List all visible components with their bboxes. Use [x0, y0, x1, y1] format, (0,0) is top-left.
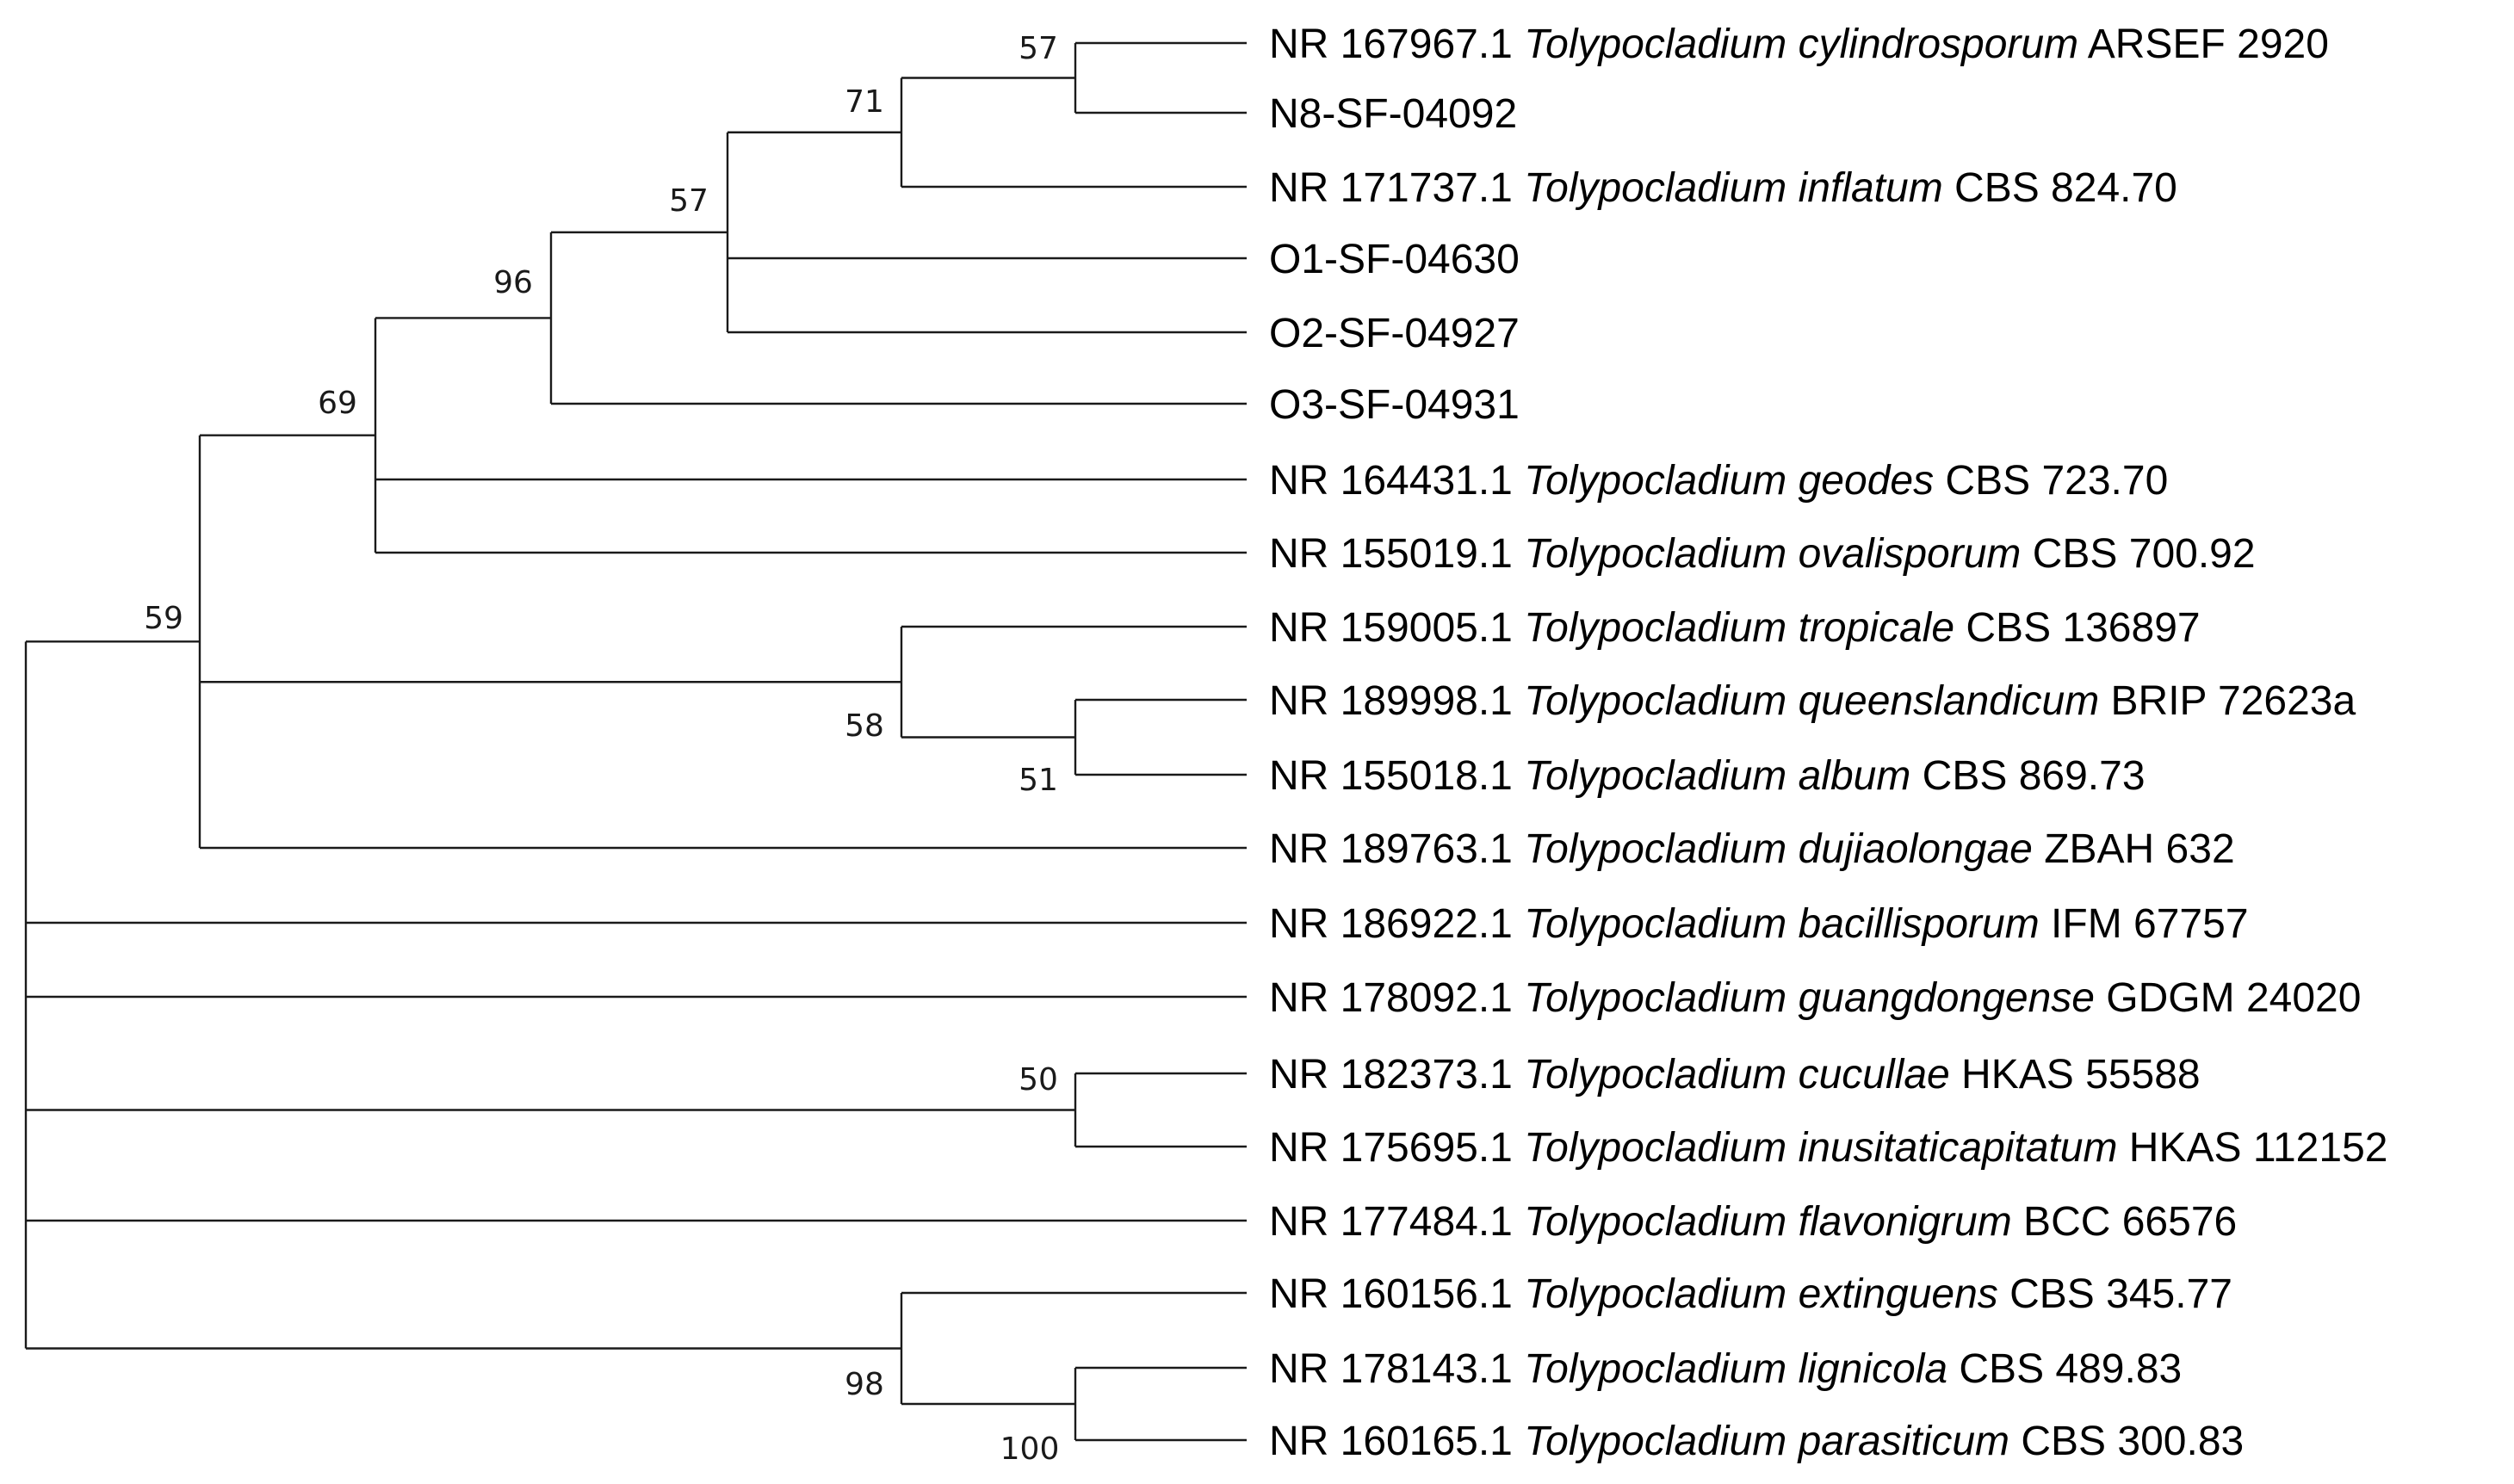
tip-taxon: Tolypocladium geodes: [1513, 458, 1934, 504]
tip-strain: CBS 300.83: [2009, 1419, 2244, 1464]
tip-strain: CBS 723.70: [1934, 458, 2168, 504]
tip-strain: IFM 67757: [2040, 901, 2249, 947]
tip-label: NR 164431.1 Tolypocladium geodes CBS 723…: [1269, 458, 2168, 504]
support-value-d: 96: [493, 265, 533, 300]
tip-strain: CBS 700.92: [2021, 531, 2255, 577]
tip-taxon: Tolypocladium lignicola: [1513, 1346, 1947, 1392]
tip-accession: O2-SF-04927: [1269, 311, 1520, 356]
tip-strain: HKAS 55588: [1950, 1052, 2201, 1098]
tip-taxon: Tolypocladium tropicale: [1513, 605, 1954, 651]
tip-accession: NR 159005.1: [1269, 605, 1513, 651]
tip-label: NR 159005.1 Tolypocladium tropicale CBS …: [1269, 605, 2201, 651]
tip-strain: BCC 66576: [2012, 1199, 2238, 1245]
tip-label: NR 167967.1 Tolypocladium cylindrosporum…: [1269, 22, 2329, 67]
tip-label: O2-SF-04927: [1269, 311, 1520, 356]
tip-accession: NR 175695.1: [1269, 1125, 1513, 1171]
tip-taxon: Tolypocladium inflatum: [1513, 165, 1943, 211]
tip-taxon: Tolypocladium queenslandicum: [1513, 678, 2099, 724]
tip-accession: NR 178143.1: [1269, 1346, 1513, 1392]
tip-strain: GDGM 24020: [2095, 975, 2361, 1021]
tip-accession: NR 164431.1: [1269, 458, 1513, 504]
tip-label: NR 189998.1 Tolypocladium queenslandicum…: [1269, 678, 2356, 724]
tip-label: NR 155019.1 Tolypocladium ovalisporum CB…: [1269, 531, 2256, 577]
tip-labels: NR 167967.1 Tolypocladium cylindrosporum…: [1269, 22, 2387, 1464]
tip-strain: ARSEF 2920: [2078, 22, 2329, 67]
support-value-k: 98: [845, 1367, 884, 1402]
tip-label: NR 189763.1 Tolypocladium dujiaolongae Z…: [1269, 826, 2235, 872]
tip-label: NR 182373.1 Tolypocladium cucullae HKAS …: [1269, 1052, 2201, 1098]
tip-accession: NR 160156.1: [1269, 1271, 1513, 1317]
tip-accession: NR 189998.1: [1269, 678, 1513, 724]
tip-accession: NR 160165.1: [1269, 1419, 1513, 1464]
tip-accession: NR 178092.1: [1269, 975, 1513, 1021]
tip-taxon: Tolypocladium ovalisporum: [1513, 531, 2022, 577]
tip-strain: ZBAH 632: [2033, 826, 2235, 872]
tip-label: O1-SF-04630: [1269, 237, 1520, 282]
tip-taxon: Tolypocladium guangdongense: [1513, 975, 2095, 1021]
tip-taxon: Tolypocladium flavonigrum: [1513, 1199, 2012, 1245]
support-value-j: 100: [1000, 1431, 1060, 1467]
support-value-a: 57: [1019, 31, 1058, 66]
tip-label: N8-SF-04092: [1269, 91, 1517, 137]
support-values: 57 71 57 96 69 51 58 59 50 100 98: [144, 31, 1059, 1467]
tree-branches: [24, 41, 1247, 1442]
support-value-h: 59: [144, 601, 183, 636]
tip-accession: NR 186922.1: [1269, 901, 1513, 947]
tip-label: O3-SF-04931: [1269, 382, 1520, 428]
tip-label: NR 171737.1 Tolypocladium inflatum CBS 8…: [1269, 165, 2177, 211]
tip-accession: NR 171737.1: [1269, 165, 1513, 211]
tip-label: NR 178092.1 Tolypocladium guangdongense …: [1269, 975, 2361, 1021]
tip-taxon: Tolypocladium extinguens: [1513, 1271, 1998, 1317]
tip-accession: O3-SF-04931: [1269, 382, 1520, 428]
tip-accession: NR 189763.1: [1269, 826, 1513, 872]
tip-strain: CBS 489.83: [1947, 1346, 2182, 1392]
tip-accession: N8-SF-04092: [1269, 91, 1517, 137]
tip-strain: BRIP 72623a: [2099, 678, 2356, 724]
tip-taxon: Tolypocladium dujiaolongae: [1513, 826, 2033, 872]
support-value-f: 51: [1019, 763, 1058, 798]
tip-label: NR 175695.1 Tolypocladium inusitaticapit…: [1269, 1125, 2387, 1171]
tip-label: NR 177484.1 Tolypocladium flavonigrum BC…: [1269, 1199, 2237, 1245]
tip-strain: CBS 824.70: [1943, 165, 2177, 211]
tip-taxon: Tolypocladium cylindrosporum: [1513, 22, 2078, 67]
tip-accession: NR 155018.1: [1269, 753, 1513, 799]
tip-accession: NR 177484.1: [1269, 1199, 1513, 1245]
tip-label: NR 160165.1 Tolypocladium parasiticum CB…: [1269, 1419, 2244, 1464]
tip-accession: O1-SF-04630: [1269, 237, 1520, 282]
support-value-b: 71: [845, 84, 884, 120]
tip-accession: NR 155019.1: [1269, 531, 1513, 577]
tip-taxon: Tolypocladium parasiticum: [1513, 1419, 2009, 1464]
tip-label: NR 155018.1 Tolypocladium album CBS 869.…: [1269, 753, 2146, 799]
tip-strain: HKAS 112152: [2117, 1125, 2387, 1171]
tip-strain: CBS 869.73: [1910, 753, 2145, 799]
tip-label: NR 160156.1 Tolypocladium extinguens CBS…: [1269, 1271, 2232, 1317]
tip-label: NR 178143.1 Tolypocladium lignicola CBS …: [1269, 1346, 2182, 1392]
tip-strain: CBS 136897: [1954, 605, 2201, 651]
tip-label: NR 186922.1 Tolypocladium bacillisporum …: [1269, 901, 2249, 947]
tip-taxon: Tolypocladium album: [1513, 753, 1910, 799]
support-value-c: 57: [669, 183, 709, 219]
support-value-e: 69: [318, 386, 357, 421]
support-value-i: 50: [1019, 1062, 1058, 1098]
tip-taxon: Tolypocladium cucullae: [1513, 1052, 1950, 1098]
support-value-g: 58: [845, 708, 884, 744]
tip-accession: NR 167967.1: [1269, 22, 1513, 67]
tip-taxon: Tolypocladium inusitaticapitatum: [1513, 1125, 2118, 1171]
tip-taxon: Tolypocladium bacillisporum: [1513, 901, 2040, 947]
tip-accession: NR 182373.1: [1269, 1052, 1513, 1098]
tip-strain: CBS 345.77: [1998, 1271, 2232, 1317]
